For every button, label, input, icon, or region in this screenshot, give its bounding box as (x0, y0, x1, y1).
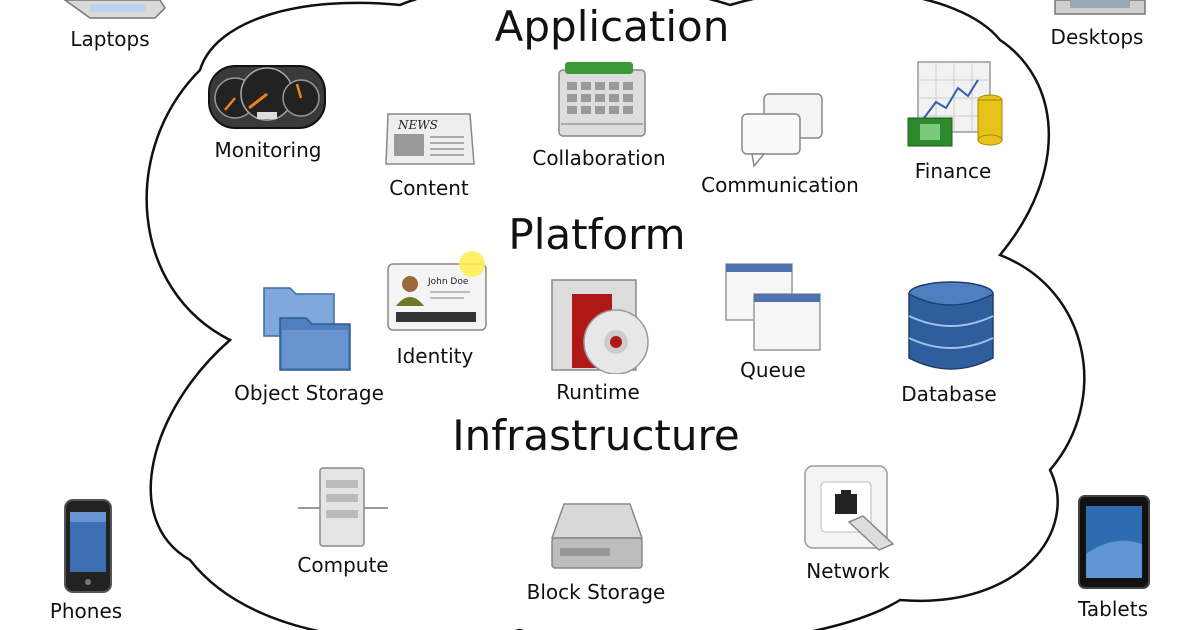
queue-label: Queue (740, 358, 806, 382)
object-storage-label: Object Storage (234, 381, 384, 405)
news-masthead: NEWS (397, 118, 438, 132)
desktop-icon (1054, 0, 1146, 15)
newspaper-icon: NEWS (385, 113, 475, 165)
queue-windows-icon (725, 263, 821, 351)
id-card-icon: John Doe (387, 251, 487, 331)
calendar-icon (558, 62, 646, 137)
phone-icon (64, 499, 112, 593)
content-label: Content (389, 176, 469, 200)
id-card-name: John Doe (427, 277, 469, 287)
application-layer-title: Application (494, 2, 730, 51)
speedometer-icon (208, 65, 326, 129)
laptops-label: Laptops (70, 27, 150, 51)
tablet-icon (1078, 495, 1150, 589)
finance-chart-icon (907, 61, 1003, 147)
finance-label: Finance (914, 159, 992, 183)
tablets-label: Tablets (1078, 597, 1148, 621)
block-storage-label: Block Storage (526, 580, 666, 604)
network-label: Network (806, 559, 890, 583)
desktops-label: Desktops (1050, 25, 1144, 49)
identity-label: Identity (396, 344, 474, 368)
server-tower-icon (298, 467, 388, 547)
database-label: Database (901, 382, 997, 406)
collaboration-label: Collaboration (532, 146, 666, 170)
runtime-disc-icon (551, 279, 649, 374)
phones-label: Phones (49, 599, 123, 623)
communication-label: Communication (701, 173, 859, 197)
infrastructure-layer-title: Infrastructure (452, 411, 740, 460)
laptop-icon (63, 0, 166, 19)
database-icon (908, 281, 994, 370)
network-jack-icon (804, 465, 895, 551)
compute-label: Compute (297, 553, 389, 577)
chat-bubbles-icon (741, 93, 823, 168)
monitoring-label: Monitoring (214, 138, 322, 162)
runtime-label: Runtime (556, 380, 640, 404)
hard-drive-icon (550, 503, 644, 569)
platform-layer-title: Platform (508, 210, 686, 259)
folder-icon (263, 287, 351, 371)
